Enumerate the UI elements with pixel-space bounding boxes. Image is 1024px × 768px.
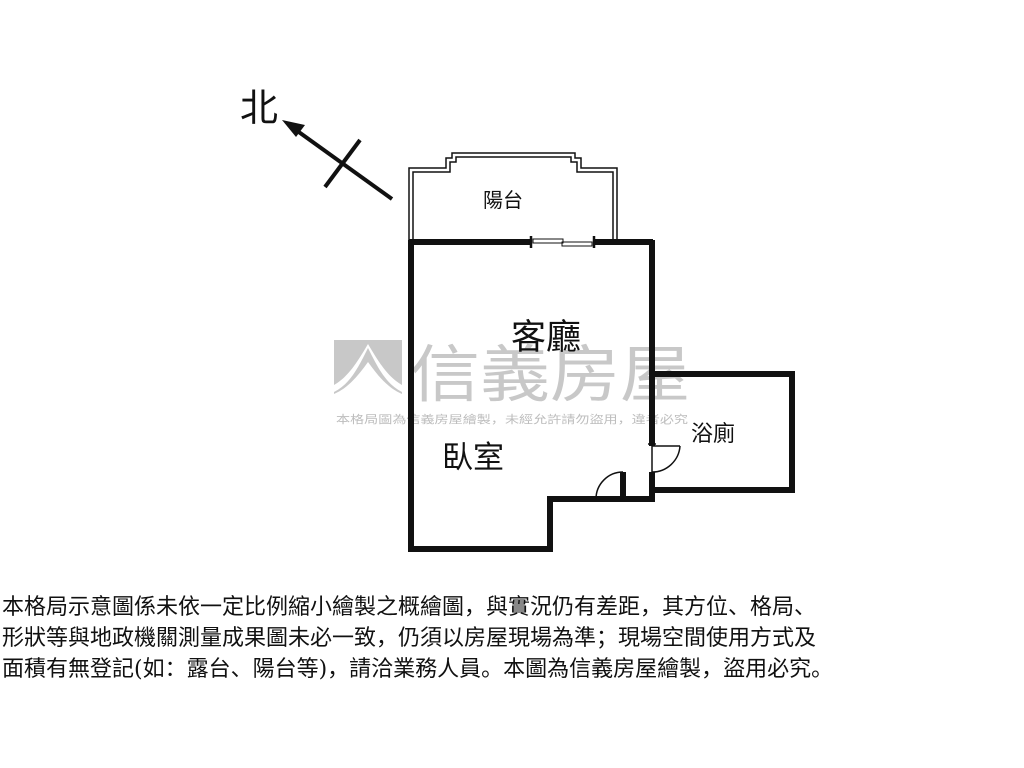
balcony-outline: [408, 152, 618, 240]
north-compass: 北: [240, 86, 394, 201]
compass-arrowhead-icon: [282, 120, 305, 137]
floor-plan: 北 信義房屋 本格局圖為信義房屋繪製，未經允許請勿盜用，違者必究: [240, 86, 795, 552]
watermark-tagline: 本格局圖為信義房屋繪製，未經允許請勿盜用，違者必究: [336, 412, 688, 426]
bedroom-label: 臥室: [442, 440, 504, 476]
balcony-label: 陽台: [483, 188, 523, 212]
watermark-logo-icon: [334, 340, 402, 402]
watermark-brand: 信義房屋: [410, 338, 690, 411]
watermark: 信義房屋 本格局圖為信義房屋繪製，未經允許請勿盜用，違者必究: [334, 338, 690, 426]
living-room-label: 客廳: [511, 318, 581, 358]
bathroom-door: [648, 443, 681, 473]
disclaimer-line-3: 面積有無登記(如：露台、陽台等)，請洽業務人員。本圖為信義房屋繪製，盜用必究。: [2, 657, 834, 682]
north-label: 北: [240, 86, 278, 130]
bathroom-walls: [652, 371, 795, 493]
disclaimer-line-2: 形狀等與地政機關測量成果圖未必一致，仍須以房屋現場為準；現場空間使用方式及: [2, 626, 817, 651]
entrance-door: [595, 471, 624, 500]
disclaimer: 本格局示意圖係未依一定比例縮小繪製之概繪圖，與實況仍有差距，其方位、格局、 形狀…: [2, 592, 1022, 685]
sliding-door: [529, 236, 596, 248]
bathroom-label: 浴廁: [691, 422, 735, 447]
compass-cross-bar: [323, 138, 362, 189]
disclaimer-line-1: 本格局示意圖係未依一定比例縮小繪製之概繪圖，與實況仍有差距，其方位、格局、: [2, 595, 817, 620]
